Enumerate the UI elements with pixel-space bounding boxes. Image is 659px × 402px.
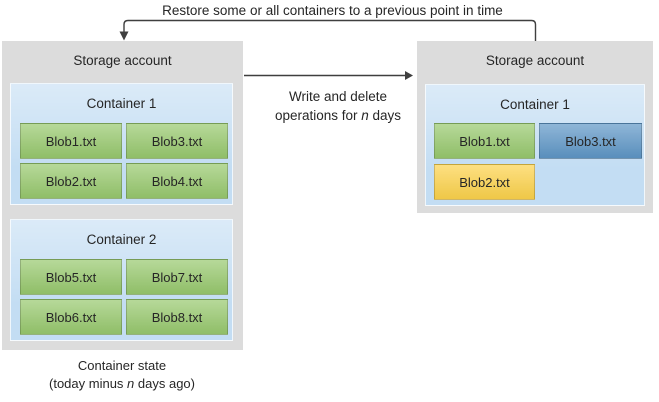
restore-arrow-line [123, 19, 537, 41]
blob-box: Blob6.txt [20, 299, 122, 335]
blob-box: Blob4.txt [126, 163, 228, 199]
blob-box: Blob5.txt [20, 259, 122, 295]
restore-arrowhead-down-icon [119, 31, 129, 41]
blob-box: Blob1.txt [20, 123, 122, 159]
operations-arrowhead-right-icon [405, 71, 413, 80]
operations-label-n-italic: n [361, 108, 369, 123]
blob-box: Blob2.txt [434, 164, 535, 200]
operations-label-line1: Write and delete [288, 89, 388, 104]
left-container-2-title: Container 2 [86, 232, 157, 247]
caption-line1: Container state [77, 358, 167, 373]
left-container-1: Container 1 Blob1.txt Blob3.txt Blob2.tx… [10, 83, 233, 205]
left-storage-account-title: Storage account [73, 53, 172, 68]
left-storage-account: Storage account Container 1 Blob1.txt Bl… [2, 41, 243, 350]
blob-box: Blob7.txt [126, 259, 228, 295]
right-container-1: Container 1 Blob1.txt Blob3.txt Blob2.tx… [425, 84, 645, 206]
blob-box: Blob2.txt [20, 163, 122, 199]
caption-line2: (today minus n days ago) [49, 376, 195, 391]
caption-line2-prefix: (today minus [49, 376, 128, 391]
blob-box: Blob3.txt [126, 123, 228, 159]
operations-label-line2-prefix: operations for [274, 108, 362, 123]
right-storage-account-title: Storage account [485, 53, 585, 68]
left-container-2: Container 2 Blob5.txt Blob7.txt Blob6.tx… [10, 219, 233, 341]
left-container-1-title: Container 1 [86, 96, 157, 111]
caption-n-italic: n [127, 376, 135, 391]
blob-box: Blob8.txt [126, 299, 228, 335]
right-storage-account: Storage account Container 1 Blob1.txt Bl… [417, 41, 653, 213]
right-container-1-title: Container 1 [500, 97, 570, 112]
restore-arrow-label: Restore some or all containers to a prev… [162, 3, 503, 18]
left-account-caption: Container state (today minus n days ago) [0, 357, 244, 393]
operations-arrow-label: Write and delete operations for n days [253, 87, 423, 125]
caption-line2-suffix: days ago) [134, 376, 195, 391]
operations-label-line2: operations for n days [275, 108, 401, 123]
operations-label-line2-suffix: days [368, 108, 402, 123]
blob-box: Blob3.txt [539, 123, 642, 159]
blob-box: Blob1.txt [434, 123, 535, 159]
